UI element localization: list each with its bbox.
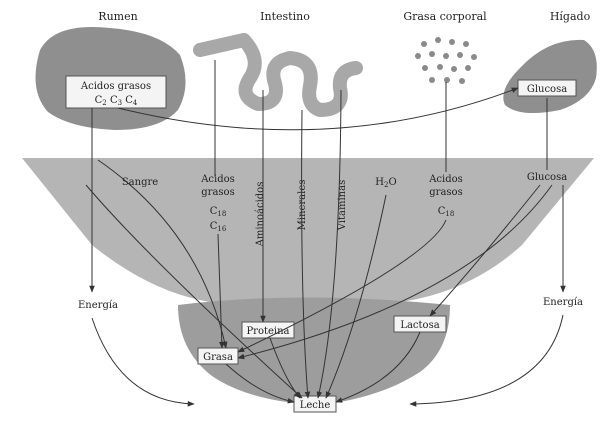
- liver-glucose-label: Glucosa: [527, 84, 567, 95]
- body-fatty-acids-line1: Acidos: [428, 174, 463, 185]
- blood-amino-acids: Aminoácidos: [255, 182, 266, 248]
- rumen-carbons-label: C2 C3 C4: [95, 95, 138, 107]
- energy-left: Energía: [78, 300, 118, 311]
- intestine-shape: [200, 40, 356, 110]
- blood-minerals: Minerales: [297, 180, 308, 231]
- fat-label: Grasa: [203, 352, 233, 363]
- milk-label: Leche: [300, 400, 331, 411]
- lactose-label: Lactosa: [400, 320, 439, 331]
- energy-right: Energía: [543, 297, 583, 308]
- blood-band: [22, 158, 594, 302]
- arrow-energy-left-to-gland: [92, 318, 194, 404]
- rumen-fatty-acids-label: Acidos grasos: [80, 81, 151, 92]
- body-fat-dots: [415, 37, 477, 84]
- liver-blob: [503, 40, 596, 113]
- header-liver: Hígado: [550, 10, 591, 23]
- blood-fatty-acids-line2: grasos: [201, 187, 234, 198]
- header-rumen: Rumen: [98, 10, 137, 23]
- blood-glucose: Glucosa: [527, 172, 567, 183]
- header-body-fat: Grasa corporal: [403, 10, 487, 23]
- header-intestine: Intestino: [260, 10, 310, 23]
- protein-label: Proteina: [246, 326, 289, 337]
- body-fatty-acids-line2: grasos: [429, 187, 462, 198]
- blood-fatty-acids-line1: Acidos: [200, 174, 235, 185]
